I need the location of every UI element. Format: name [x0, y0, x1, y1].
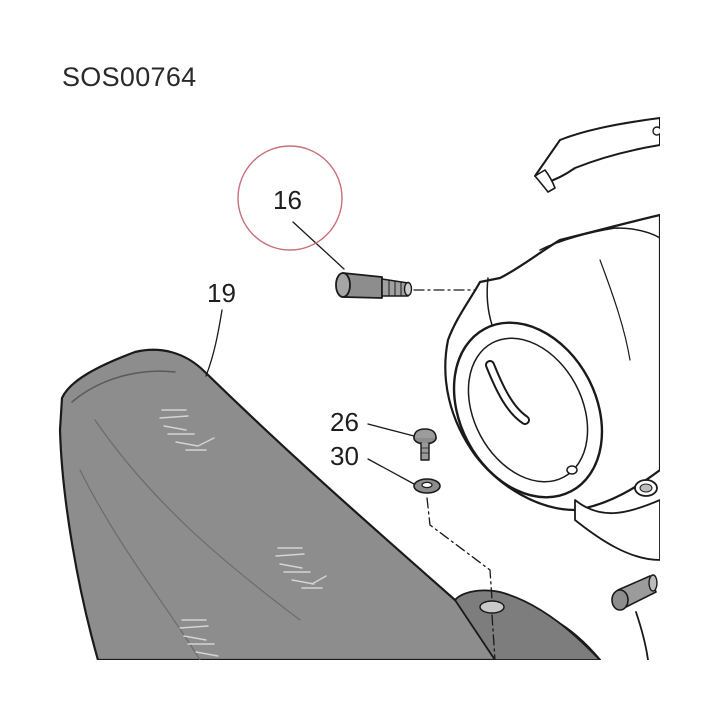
callout-26: 26 [330, 407, 359, 437]
callout-19: 19 [207, 278, 236, 308]
part-19-cover [58, 348, 602, 660]
connector-part [611, 574, 658, 660]
diagram-code: SOS00764 [62, 62, 197, 92]
upper-bracket [534, 117, 660, 193]
part-26-screw [413, 428, 437, 461]
callout-30: 30 [330, 441, 359, 471]
assembly-axis-lines [413, 289, 496, 660]
highlight-circle [237, 145, 343, 251]
callout-16: 16 [273, 185, 302, 215]
part-16-bolt [335, 272, 413, 299]
part-30-washer [413, 478, 441, 494]
logo-pattern-icon [159, 409, 327, 657]
leader-lines [205, 221, 415, 485]
frame-housing [444, 213, 660, 561]
